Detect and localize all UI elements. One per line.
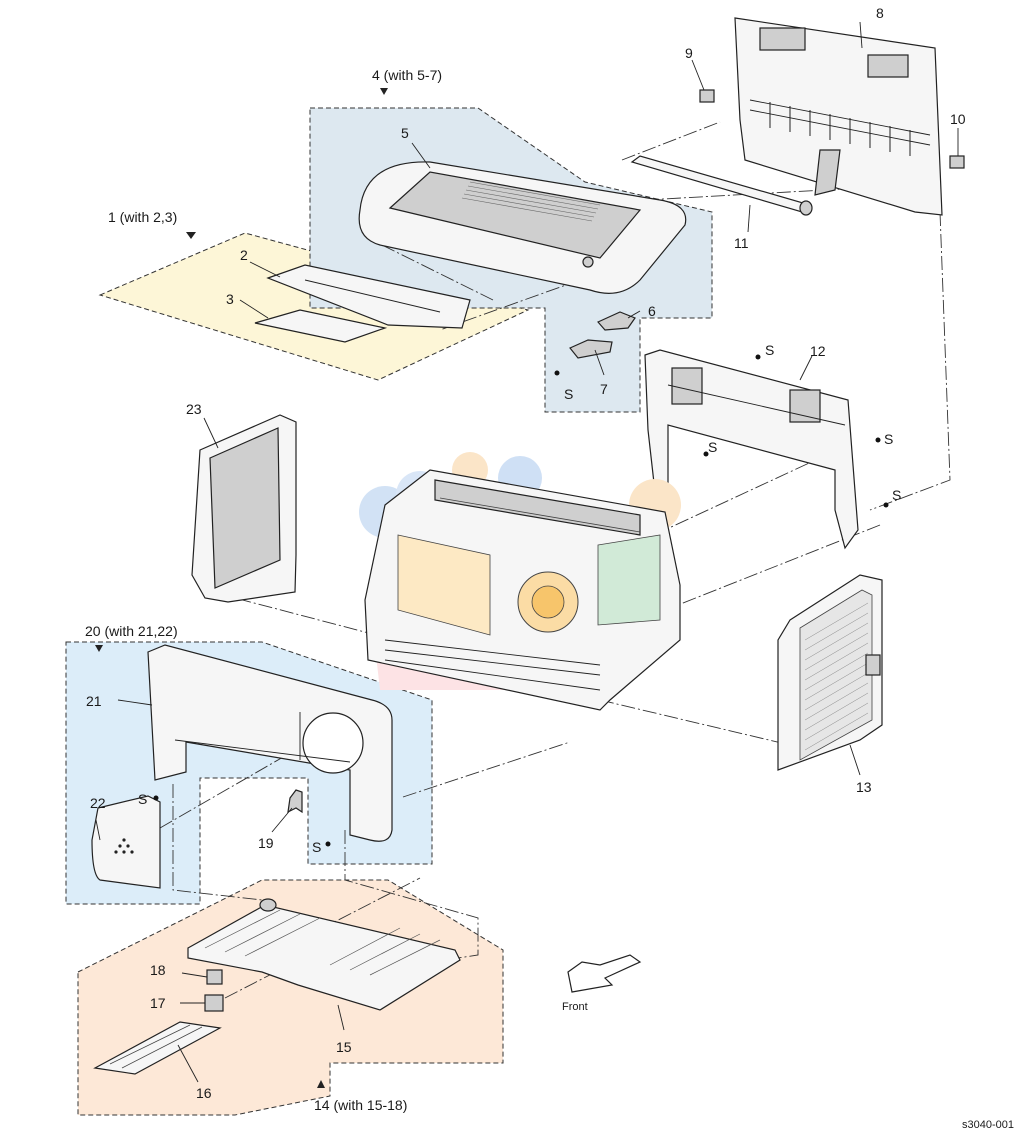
part-8-rear-cover — [734, 17, 943, 216]
assembly-14-marker-icon — [317, 1080, 325, 1088]
part-label-22: 22 — [90, 795, 106, 811]
part-label-11: 11 — [734, 235, 749, 251]
part-label-7: 7 — [600, 381, 608, 397]
assembly-1-label: 1 (with 2,3) — [108, 209, 177, 225]
main-machine-body — [359, 452, 681, 711]
callout-leaders — [95, 21, 959, 1083]
screw-label: S — [708, 439, 717, 455]
screw-label: S — [892, 487, 901, 503]
front-label: Front — [562, 1001, 588, 1013]
part-17-clip — [204, 994, 224, 1012]
part-label-15: 15 — [336, 1039, 352, 1055]
part-7-lever — [569, 339, 613, 359]
part-16-extension — [93, 1021, 222, 1075]
part-11-roller — [630, 155, 813, 216]
part-12-frame — [644, 349, 859, 550]
part-label-21: 21 — [86, 693, 102, 709]
part-22-door — [91, 795, 161, 889]
front-arrow-icon — [567, 954, 642, 993]
part-label-2: 2 — [240, 247, 248, 263]
screw-label: S — [312, 839, 321, 855]
part-label-17: 17 — [150, 995, 166, 1011]
part-label-6: 6 — [648, 303, 656, 319]
part-9-clip — [699, 89, 715, 103]
part-21-front-cover — [147, 644, 393, 842]
screw-label: S — [564, 386, 573, 402]
part-label-10: 10 — [950, 111, 966, 127]
part-label-8: 8 — [876, 5, 884, 21]
part-22-icon-dots — [114, 838, 134, 854]
screw-label: S — [765, 342, 774, 358]
part-15-tray — [187, 898, 461, 1011]
screw-label: S — [884, 431, 893, 447]
screw-label: S — [138, 791, 147, 807]
part-label-3: 3 — [226, 291, 234, 307]
assembly-20-label: 20 (with 21,22) — [85, 623, 178, 639]
part-label-5: 5 — [401, 125, 409, 141]
part-label-19: 19 — [258, 835, 274, 851]
assembly-4-marker-icon — [380, 88, 388, 95]
part-18-clip — [206, 969, 223, 985]
part-label-16: 16 — [196, 1085, 212, 1101]
part-3-guide — [254, 309, 388, 343]
part-13-right-cover — [777, 574, 883, 771]
part-5-top-cover — [358, 161, 687, 294]
part-label-12: 12 — [810, 343, 826, 359]
assembly-20-marker-icon — [95, 645, 103, 652]
part-label-9: 9 — [685, 45, 693, 61]
part-label-13: 13 — [856, 779, 872, 795]
assembly-14-label: 14 (with 15-18) — [314, 1097, 407, 1113]
figure-id: s3040-001 — [962, 1119, 1014, 1131]
part-19-bracket — [287, 789, 303, 814]
assembly-1-marker-icon — [186, 232, 196, 239]
part-23-left-cover — [191, 414, 297, 603]
part-label-23: 23 — [186, 401, 202, 417]
part-label-18: 18 — [150, 962, 166, 978]
part-10-clip — [949, 155, 965, 169]
screw-dots — [153, 354, 889, 847]
part-6-lever — [597, 311, 636, 331]
part-2-guide — [266, 264, 471, 329]
assembly-4-label: 4 (with 5-7) — [372, 67, 442, 83]
